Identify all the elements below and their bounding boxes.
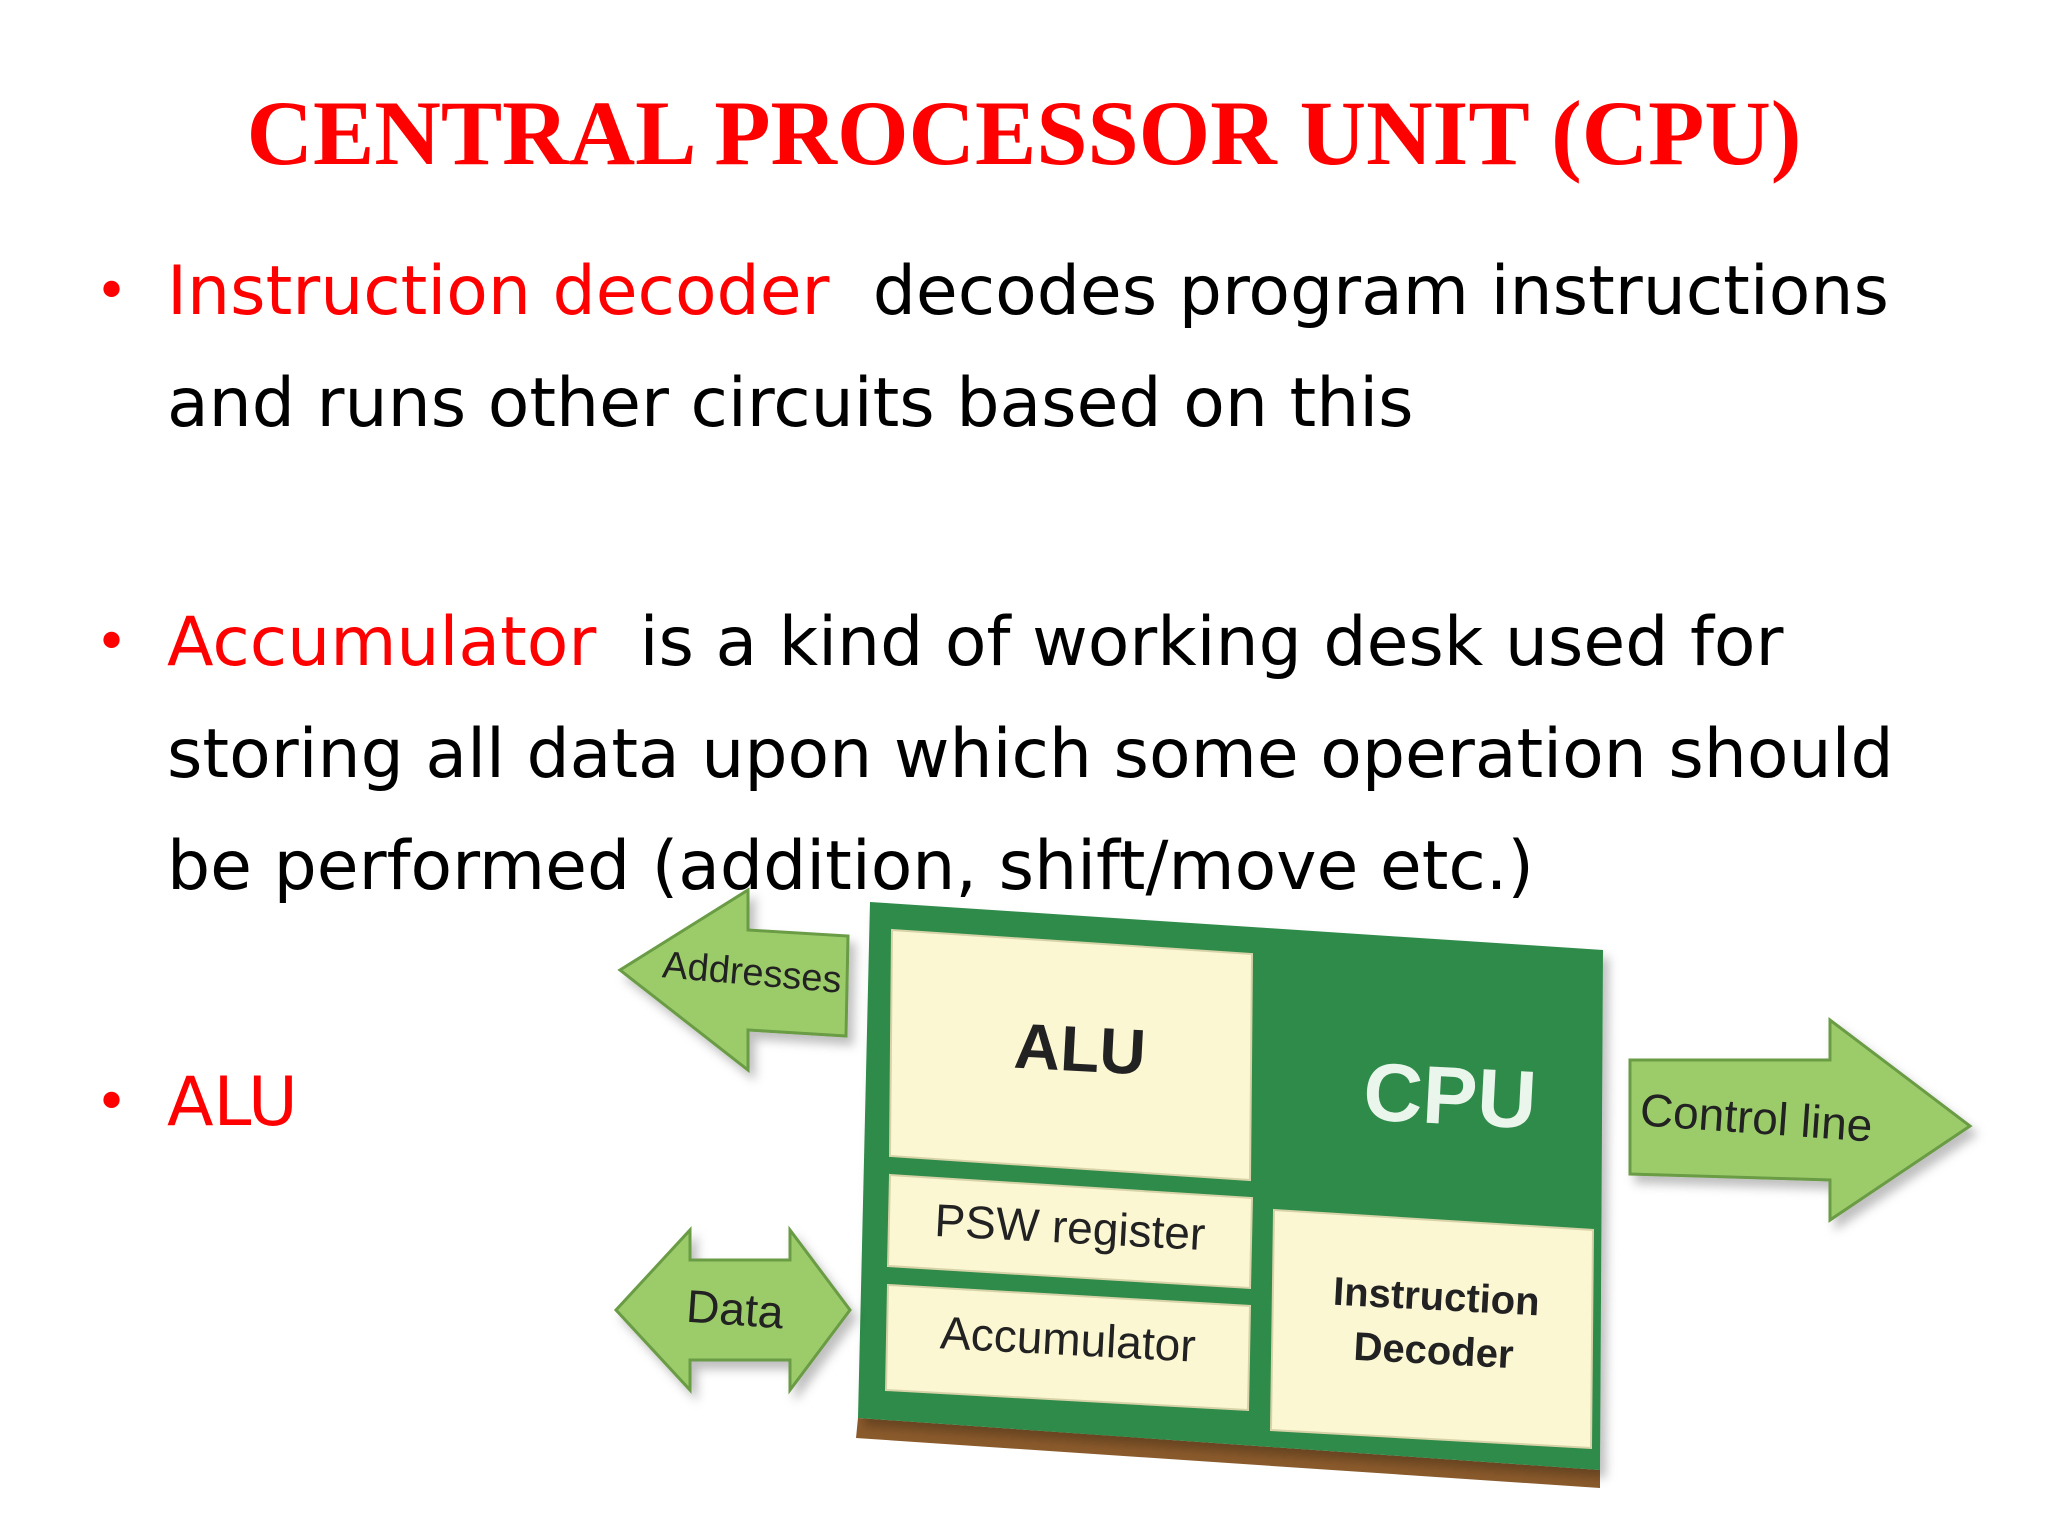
cpu-diagram: ALU CPU PSW register Accumulator Instruc… — [600, 887, 2000, 1510]
control-line-arrow — [1628, 1016, 1973, 1223]
bullet-text: Instruction decoder decodes program inst… — [167, 236, 1955, 460]
alu-block — [888, 928, 1254, 1182]
accumulator-block — [884, 1283, 1252, 1412]
bullet-description: is a kind of working desk used for stori… — [167, 603, 1894, 906]
board-edge — [856, 1418, 1600, 1488]
bullet-alu: • ALU — [95, 1047, 1955, 1159]
bullet-dot: • — [95, 610, 129, 675]
bullet-keyword: Instruction decoder — [167, 252, 830, 331]
alu-label: ALU — [1012, 1009, 1148, 1089]
bullet-dot: • — [95, 1070, 129, 1135]
bullet-dot: • — [95, 259, 129, 324]
bullet-description: decodes program instructions and runs ot… — [167, 252, 1889, 443]
cpu-label: CPU — [1361, 1046, 1539, 1147]
bullet-instruction-decoder: • Instruction decoder decodes program in… — [95, 236, 1955, 460]
bullet-text: ALU — [167, 1047, 1955, 1159]
bullet-text: Accumulator is a kind of working desk us… — [167, 587, 1955, 923]
bullet-keyword: ALU — [167, 1063, 298, 1142]
slide-title: CENTRAL PROCESSOR UNIT (CPU) — [246, 82, 1802, 184]
data-label: Data — [684, 1279, 786, 1339]
addresses-arrow — [617, 887, 850, 1074]
decoder-block — [1269, 1208, 1595, 1450]
bullet-keyword: Accumulator — [167, 603, 597, 682]
bullet-accumulator: • Accumulator is a kind of working desk … — [95, 587, 1955, 923]
decoder-label: Instruction Decoder — [1287, 1262, 1582, 1385]
psw-block — [886, 1173, 1254, 1290]
data-arrow — [613, 1225, 852, 1395]
cpu-diagram-graphic — [613, 887, 1973, 1488]
